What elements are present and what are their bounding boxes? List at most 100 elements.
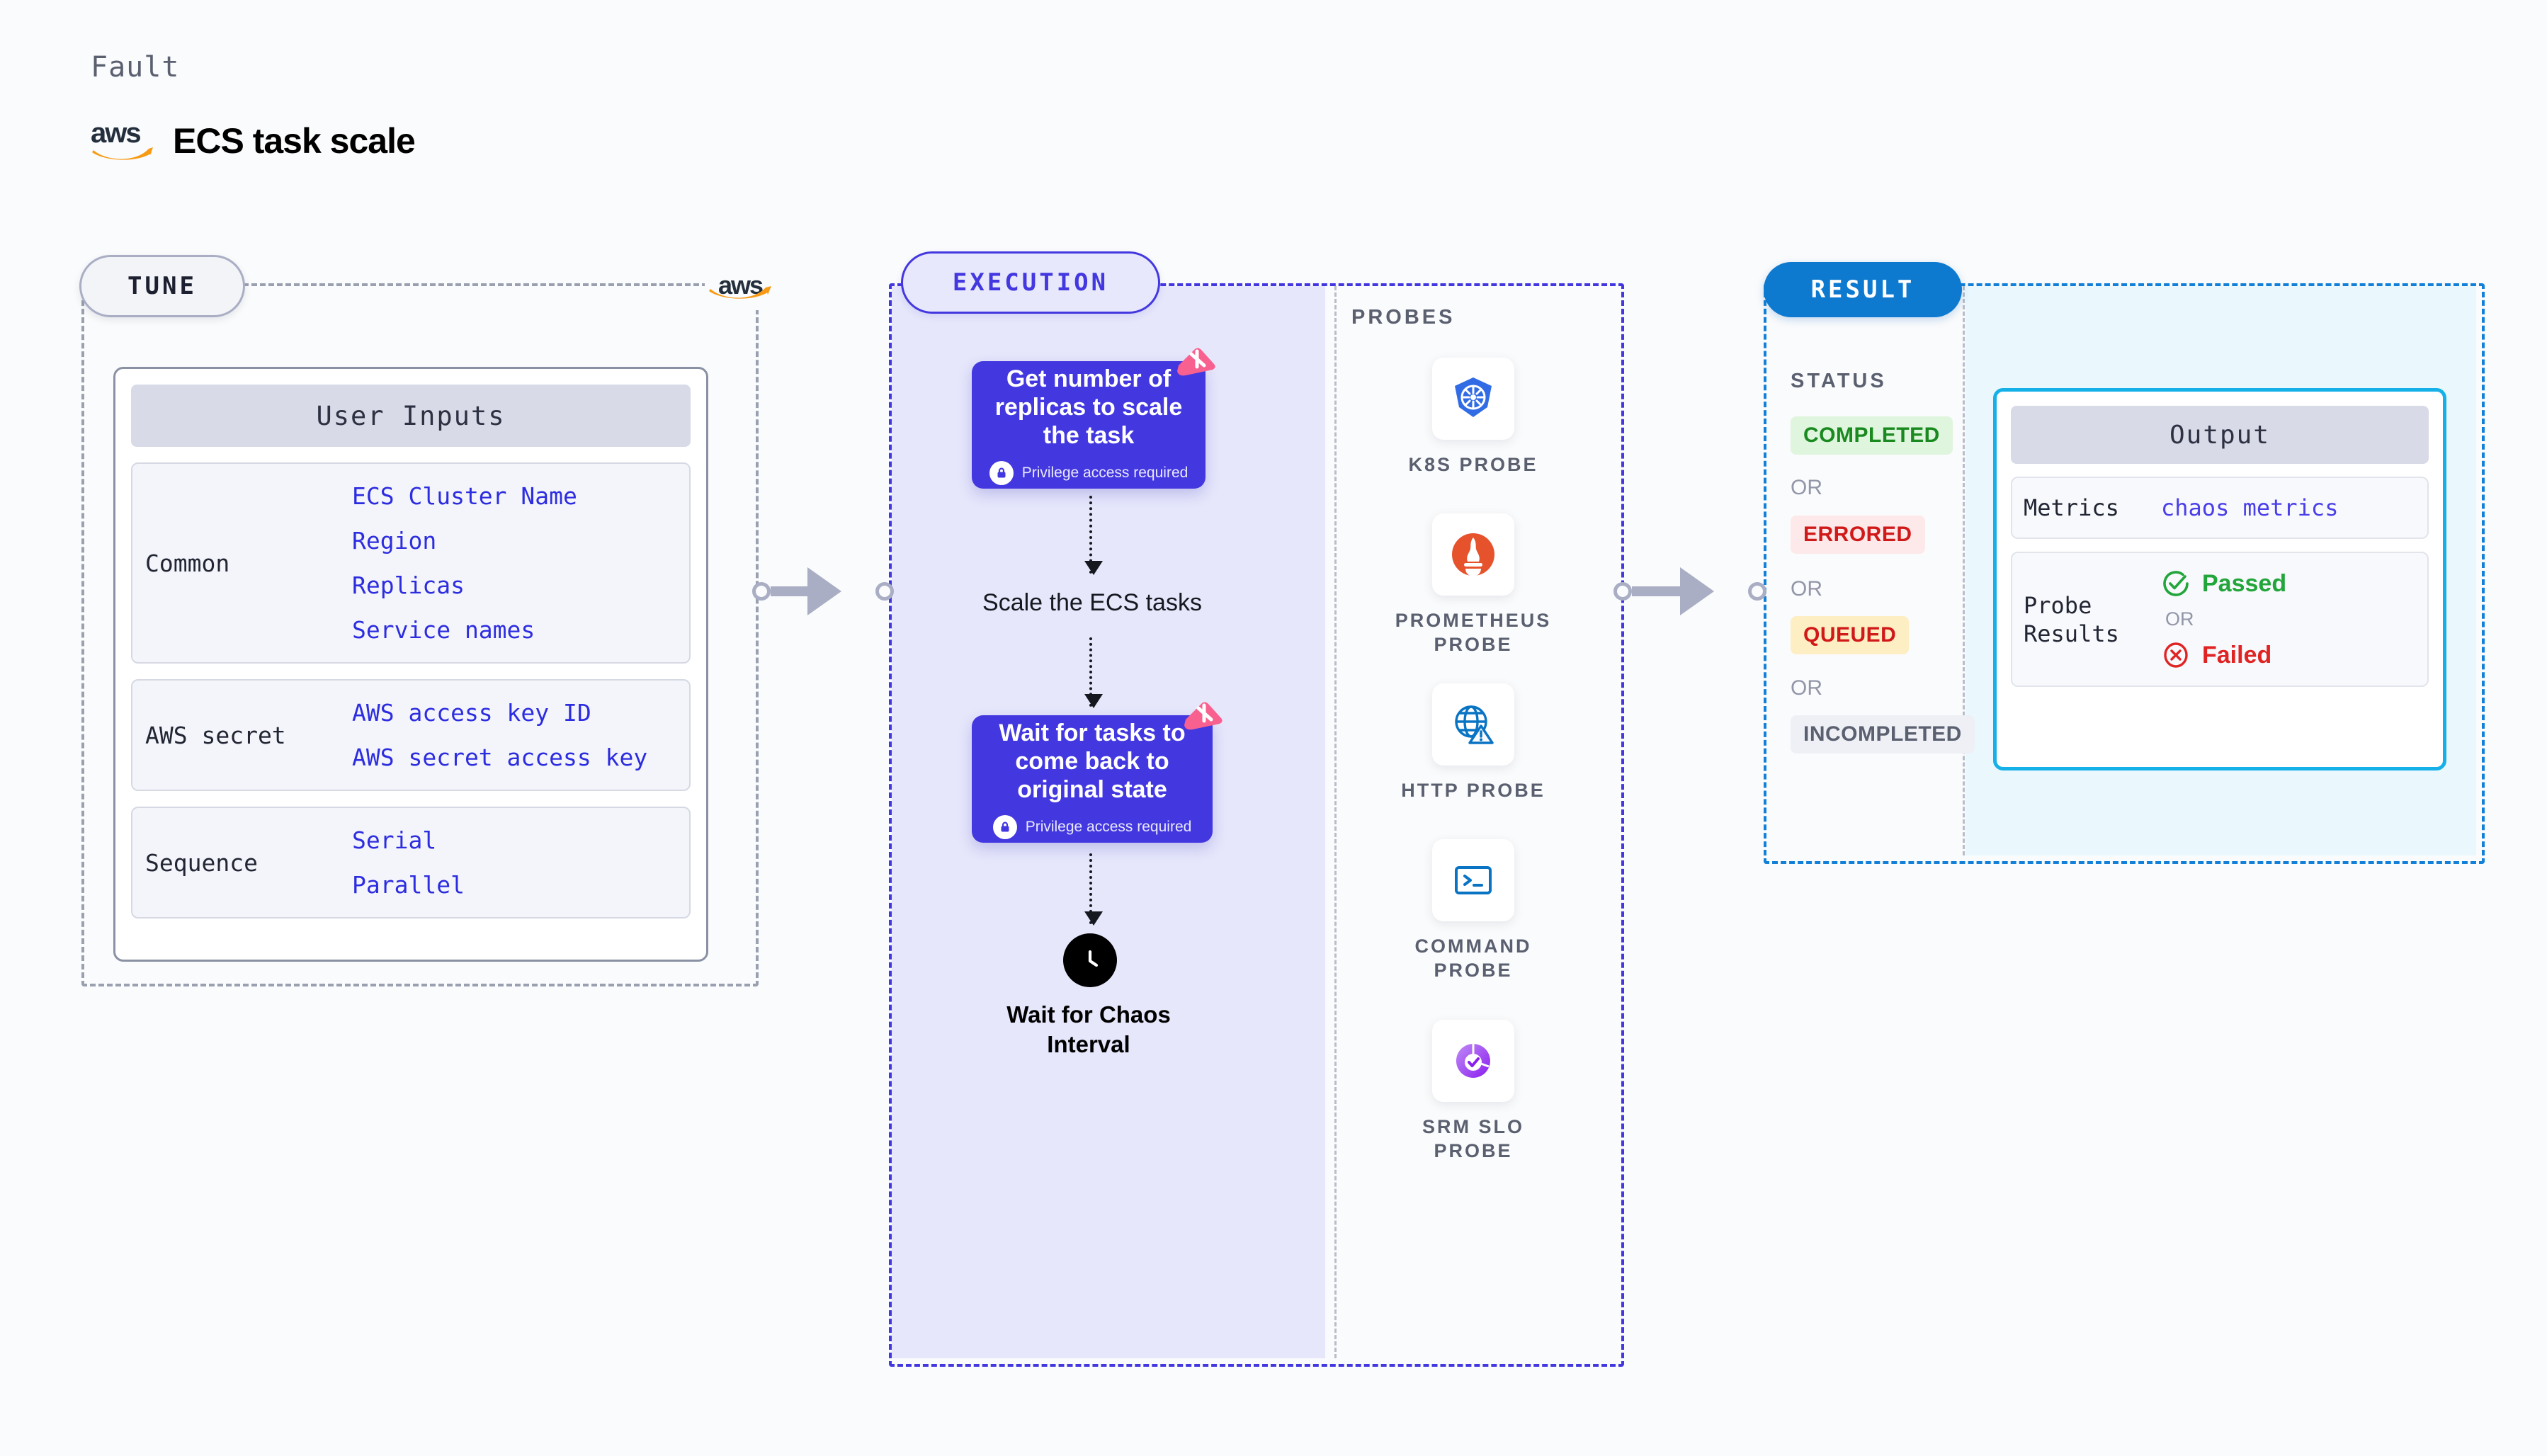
tune-stage-pill[interactable]: TUNE bbox=[79, 255, 245, 317]
user-inputs-header: User Inputs bbox=[131, 385, 691, 447]
probe-item-prometheus[interactable]: PROMETHEUS PROBE bbox=[1385, 513, 1562, 656]
probes-column-divider bbox=[1334, 286, 1337, 1358]
chaos-fault-ribbon-icon bbox=[1184, 702, 1223, 730]
wait-chaos-interval-node bbox=[1058, 933, 1122, 987]
input-value[interactable]: AWS secret access key bbox=[352, 744, 648, 771]
tune-stage-container bbox=[81, 283, 759, 986]
aws-wordmark: aws bbox=[91, 118, 142, 149]
probe-result-failed: Failed bbox=[2161, 640, 2286, 670]
fault-eyebrow-label: Fault bbox=[91, 51, 180, 84]
status-or-label: OR bbox=[1791, 676, 1822, 700]
input-group-label: Sequence bbox=[145, 848, 258, 877]
privilege-text: Privilege access required bbox=[1025, 819, 1192, 835]
status-badge-errored: ERRORED bbox=[1791, 516, 1925, 554]
input-value[interactable]: Serial bbox=[352, 826, 437, 854]
http-probe-icon bbox=[1432, 683, 1514, 766]
x-circle-icon bbox=[2164, 642, 2188, 668]
input-value[interactable]: AWS access key ID bbox=[352, 699, 591, 727]
privilege-badge: Privilege access required bbox=[992, 815, 1192, 839]
status-badge-completed: COMPLETED bbox=[1791, 416, 1953, 455]
input-value[interactable]: Parallel bbox=[352, 871, 465, 899]
flow-node-wait-original-state[interactable]: Wait for tasks to come back to original … bbox=[972, 702, 1223, 843]
privilege-text: Privilege access required bbox=[1021, 465, 1189, 481]
input-group-common: Common ECS Cluster Name Region Replicas … bbox=[131, 462, 691, 664]
check-circle-icon bbox=[2163, 571, 2189, 596]
flow-arrow-1 bbox=[1084, 496, 1103, 575]
flow-node-get-replicas[interactable]: Get number of replicas to scale the task… bbox=[972, 348, 1215, 489]
output-card: Output Metrics chaos metrics Probe Resul… bbox=[1993, 388, 2446, 770]
probe-label: HTTP PROBE bbox=[1401, 780, 1545, 801]
connector-arrowhead-icon bbox=[1680, 567, 1748, 615]
output-header: Output bbox=[2011, 406, 2429, 464]
page-title: ECS task scale bbox=[173, 121, 416, 161]
probe-label: SRM SLO PROBE bbox=[1422, 1116, 1524, 1161]
input-group-sequence: Sequence Serial Parallel bbox=[131, 807, 691, 918]
lock-icon bbox=[989, 461, 1014, 485]
probe-item-k8s[interactable]: K8S PROBE bbox=[1385, 358, 1562, 477]
arrow-head-icon bbox=[1084, 911, 1103, 926]
probe-label: PROMETHEUS PROBE bbox=[1395, 610, 1552, 655]
probes-section-title: PROBES bbox=[1351, 306, 1456, 329]
flow-arrow-3 bbox=[1084, 853, 1103, 926]
input-group-values: ECS Cluster Name Region Replicas Service… bbox=[352, 482, 577, 644]
result-column-divider bbox=[1963, 286, 1965, 855]
connector-arrowhead-icon bbox=[807, 567, 875, 615]
input-value[interactable]: Region bbox=[352, 527, 437, 554]
output-row-metrics: Metrics chaos metrics bbox=[2011, 477, 2429, 539]
result-stage-pill[interactable]: RESULT bbox=[1764, 262, 1962, 317]
connector-start-dot bbox=[752, 582, 771, 601]
aws-provider-badge-icon: aws bbox=[705, 261, 776, 310]
k8s-probe-icon bbox=[1432, 358, 1514, 440]
input-value[interactable]: Replicas bbox=[352, 571, 465, 599]
prometheus-probe-icon bbox=[1432, 513, 1514, 596]
connector-end-dot bbox=[1748, 582, 1766, 601]
probe-result-passed: Passed bbox=[2161, 569, 2286, 598]
connector-line bbox=[1632, 586, 1680, 596]
input-group-label: Common bbox=[145, 549, 230, 577]
command-probe-icon bbox=[1432, 839, 1514, 921]
srm-slo-probe-icon bbox=[1432, 1020, 1514, 1102]
result-stage-container bbox=[1764, 283, 2485, 864]
probe-label: COMMAND PROBE bbox=[1414, 935, 1532, 981]
user-inputs-card: User Inputs Common ECS Cluster Name Regi… bbox=[113, 367, 708, 962]
status-or-label: OR bbox=[1791, 476, 1822, 499]
input-group-values: Serial Parallel bbox=[352, 826, 465, 899]
output-probe-results-label: Probe Results bbox=[2024, 591, 2119, 647]
execution-stage-container bbox=[889, 283, 1624, 1367]
aws-swoosh-icon bbox=[92, 146, 153, 161]
connector-end-dot bbox=[875, 582, 894, 601]
probe-item-srm-slo[interactable]: SRM SLO PROBE bbox=[1385, 1020, 1562, 1163]
output-metrics-label: Metrics bbox=[2024, 494, 2119, 521]
probe-result-failed-label: Failed bbox=[2202, 641, 2272, 669]
aws-provider-wordmark: aws bbox=[717, 271, 764, 300]
flow-step-scale-tasks: Scale the ECS tasks bbox=[982, 589, 1202, 616]
aws-provider-swoosh-icon bbox=[709, 286, 771, 299]
connector-start-dot bbox=[1613, 582, 1632, 601]
arrow-head-icon bbox=[1084, 561, 1103, 575]
fault-title-row: aws ECS task scale bbox=[91, 118, 416, 161]
connector-line bbox=[771, 586, 807, 596]
flow-node-title: Wait for tasks to come back to original … bbox=[999, 720, 1186, 803]
probe-result-passed-label: Passed bbox=[2202, 569, 2287, 597]
aws-logo-icon: aws bbox=[91, 118, 154, 161]
probe-item-command[interactable]: COMMAND PROBE bbox=[1385, 839, 1562, 982]
wait-chaos-interval-label: Wait for Chaos Interval bbox=[1006, 1001, 1171, 1057]
connector-tune-to-execution bbox=[752, 567, 894, 615]
probe-result-or-label: OR bbox=[2165, 608, 2194, 630]
flow-node-title: Get number of replicas to scale the task bbox=[994, 365, 1183, 449]
status-section-title: STATUS bbox=[1791, 370, 1887, 392]
probe-item-http[interactable]: HTTP PROBE bbox=[1385, 683, 1562, 802]
chaos-fault-ribbon-icon bbox=[1177, 348, 1215, 376]
flow-arrow-2 bbox=[1084, 637, 1103, 708]
connector-execution-to-result bbox=[1613, 567, 1766, 615]
privilege-badge: Privilege access required bbox=[989, 461, 1189, 485]
clock-icon bbox=[1063, 933, 1117, 987]
arrow-head-icon bbox=[1084, 694, 1103, 708]
status-or-label: OR bbox=[1791, 577, 1822, 601]
execution-stage-pill[interactable]: EXECUTION bbox=[901, 251, 1160, 314]
input-value[interactable]: Service names bbox=[352, 616, 535, 644]
input-group-aws-secret: AWS secret AWS access key ID AWS secret … bbox=[131, 679, 691, 791]
output-metrics-value[interactable]: chaos metrics bbox=[2161, 494, 2339, 521]
status-badge-incompleted: INCOMPLETED bbox=[1791, 715, 1975, 753]
input-value[interactable]: ECS Cluster Name bbox=[352, 482, 577, 510]
